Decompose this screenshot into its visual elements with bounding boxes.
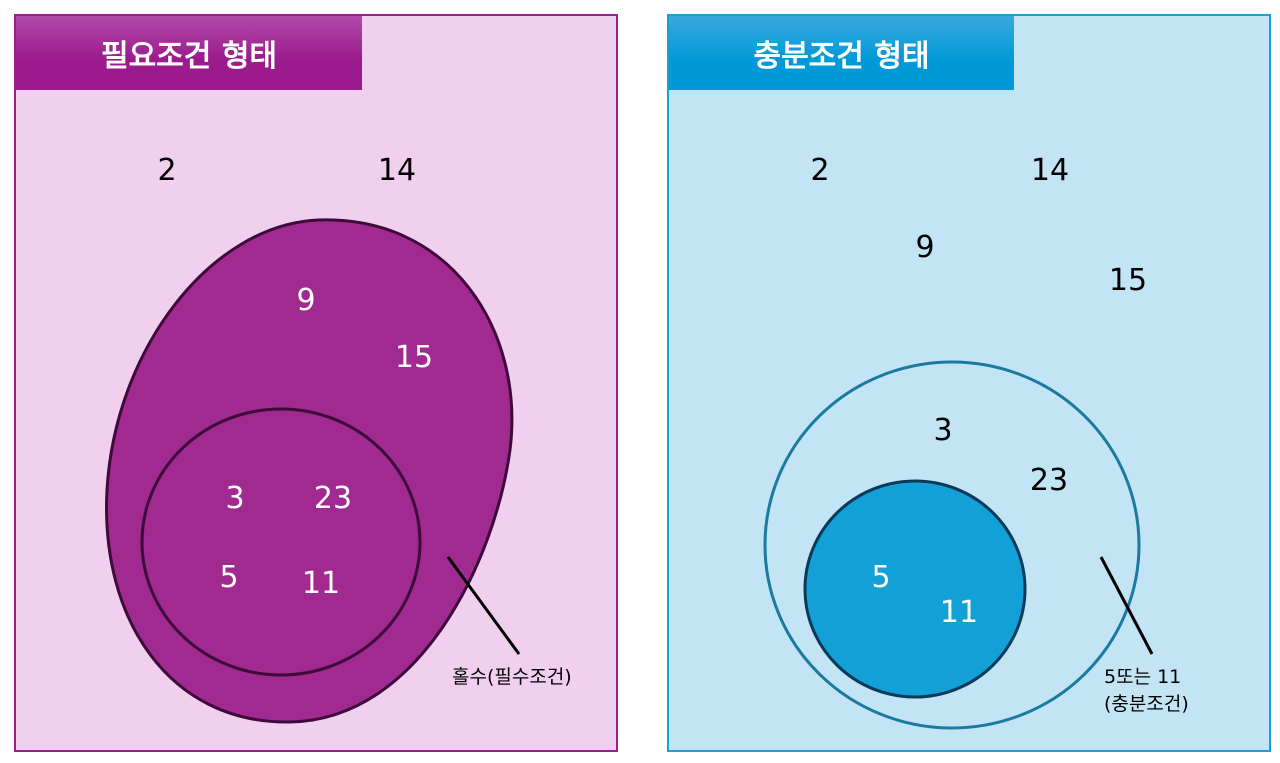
number-14: 14 bbox=[1031, 153, 1069, 188]
number-23: 23 bbox=[1030, 463, 1068, 498]
outer-set bbox=[763, 360, 1141, 730]
number-2: 2 bbox=[810, 153, 829, 188]
callout-line bbox=[1099, 556, 1154, 655]
number-3: 3 bbox=[225, 481, 244, 516]
callout-label-line2: (충분조건) bbox=[1104, 693, 1189, 715]
number-9: 9 bbox=[296, 283, 315, 318]
number-2: 2 bbox=[157, 153, 176, 188]
number-23: 23 bbox=[314, 481, 352, 516]
number-14: 14 bbox=[378, 153, 416, 188]
callout-label-line1: 5또는 11 bbox=[1104, 666, 1181, 688]
panel-title: 필요조건 형태 bbox=[16, 16, 362, 90]
number-11: 11 bbox=[302, 566, 340, 601]
number-3: 3 bbox=[933, 413, 952, 448]
callout-label: 홀수(필수조건) bbox=[452, 666, 572, 688]
number-5: 5 bbox=[871, 560, 890, 595]
number-5: 5 bbox=[219, 560, 238, 595]
callout-line bbox=[446, 556, 521, 655]
number-11: 11 bbox=[940, 595, 978, 630]
inner-set bbox=[140, 407, 422, 677]
number-15: 15 bbox=[1109, 263, 1147, 298]
number-9: 9 bbox=[915, 230, 934, 265]
outer-set-odd-numbers bbox=[105, 218, 514, 724]
number-15: 15 bbox=[395, 340, 433, 375]
panel-title: 충분조건 형태 bbox=[669, 16, 1014, 90]
inner-set-5-or-11 bbox=[803, 479, 1027, 699]
